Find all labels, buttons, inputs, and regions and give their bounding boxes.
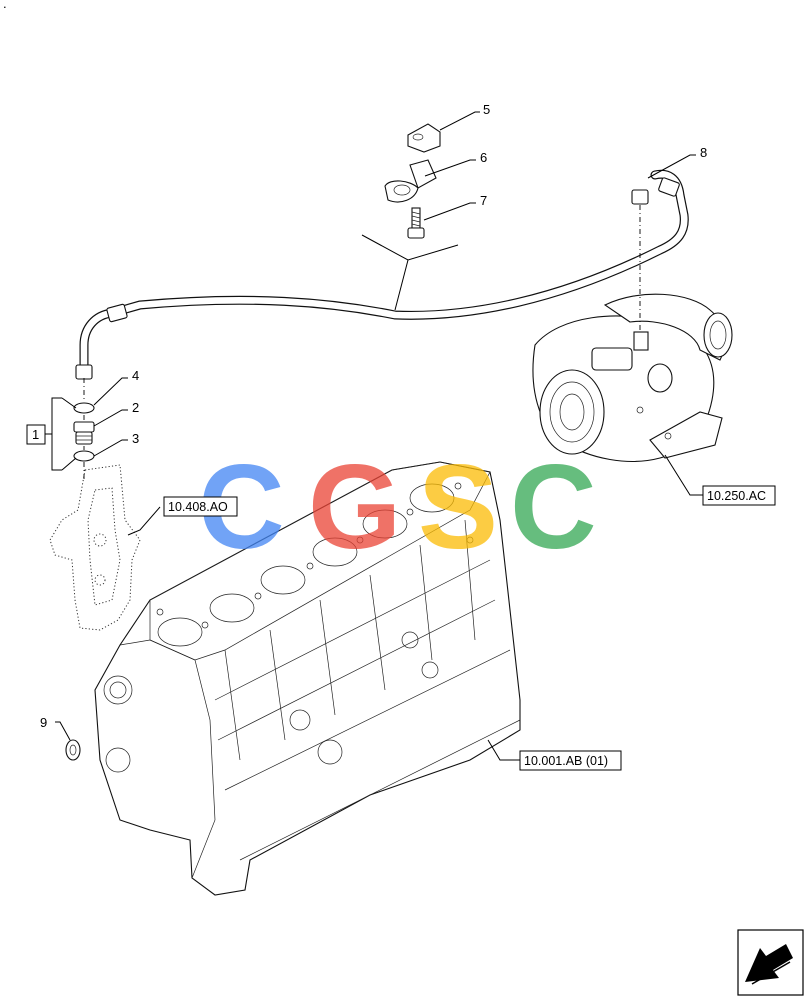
callout-9: 9	[40, 715, 47, 730]
watermark-logo: C G S C	[198, 440, 597, 574]
callout-2: 2	[132, 400, 139, 415]
callout-8: 8	[700, 145, 707, 160]
callout-4: 4	[132, 368, 139, 383]
ref-turbocharger[interactable]: 10.250.AC	[702, 485, 776, 506]
pipe-bracket	[384, 159, 437, 203]
oil-feed-pipe	[75, 169, 689, 380]
engine-block	[94, 461, 521, 896]
callout-3: 3	[132, 431, 139, 446]
nav-back-button[interactable]	[737, 929, 804, 996]
callout-1: 1	[32, 427, 39, 442]
ref-engine-block[interactable]: 10.001.AB (01)	[519, 750, 622, 771]
adapter-fitting	[73, 421, 95, 445]
callout-5: 5	[483, 102, 490, 117]
callout-7: 7	[480, 193, 487, 208]
o-ring-upper	[73, 402, 95, 414]
leader-lines	[45, 111, 706, 761]
watermark-letter-c2: C	[510, 440, 597, 574]
bracket-bolt	[407, 207, 425, 239]
ref-engine-block-label: 10.001.AB (01)	[524, 754, 608, 768]
ref-oil-filter-head-label: 10.408.AO	[168, 500, 228, 514]
corner-mark: .	[3, 0, 7, 11]
ref-turbocharger-label: 10.250.AC	[707, 489, 766, 503]
clamp-nut	[407, 123, 441, 153]
watermark-letter-s: S	[418, 440, 498, 574]
watermark-letter-g: G	[308, 440, 401, 574]
arrow-left-icon	[745, 944, 793, 985]
callout-1-box	[26, 424, 46, 445]
oil-filter-head	[49, 464, 141, 631]
plug	[65, 739, 81, 761]
ref-oil-filter-head[interactable]: 10.408.AO	[163, 496, 238, 517]
callout-6: 6	[480, 150, 487, 165]
o-ring-lower	[73, 450, 95, 462]
turbocharger	[532, 293, 733, 462]
